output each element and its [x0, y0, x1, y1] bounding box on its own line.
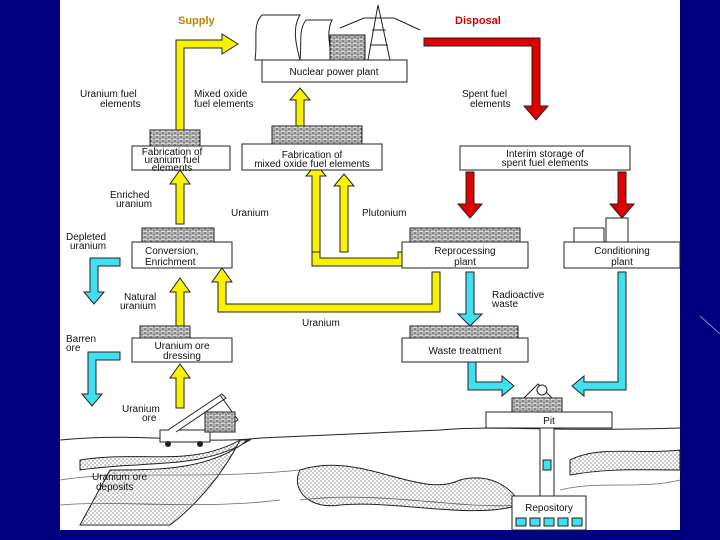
- radioactive-label-2: waste: [491, 299, 519, 310]
- conversion-label-1: Conversion,: [145, 246, 198, 257]
- conversion-label-2: Enrichment: [145, 257, 196, 268]
- barren-label-2: ore: [66, 343, 81, 354]
- fab-uranium-label-3: elements: [152, 163, 193, 174]
- enriched-label-2: uranium: [116, 199, 152, 210]
- radioactive-label-1: Radioactive: [492, 290, 545, 301]
- conversion-plant: [131, 227, 233, 269]
- reprocessing-plant: [401, 227, 529, 269]
- fab-mox-plant: [241, 125, 383, 171]
- natural-label-1: Natural: [124, 292, 156, 303]
- fab-mox-label-1: Fabrication of: [282, 150, 343, 161]
- conditioning-label-1: Conditioning: [594, 246, 650, 257]
- uranium-fuel-label-2: elements: [100, 99, 141, 110]
- power-plant-icon: [254, 4, 421, 61]
- yellow-flow-arrows: [169, 33, 441, 409]
- barren-label-1: Barren: [66, 334, 96, 345]
- enriched-label-1: Enriched: [110, 190, 149, 201]
- plutonium-flow-label: Plutonium: [362, 208, 406, 219]
- ore-dressing-plant: [131, 325, 233, 363]
- fab-uranium-plant: [131, 129, 231, 171]
- conditioning-label-2: plant: [611, 257, 633, 268]
- supply-header: Supply: [178, 15, 216, 27]
- ground-cross-section: [59, 427, 681, 530]
- disposal-header: Disposal: [455, 15, 501, 27]
- depleted-label-2: uranium: [70, 241, 106, 252]
- ore-deposits-label-1: Uranium ore: [92, 472, 147, 483]
- uranium-bottom-label: Uranium: [302, 318, 340, 329]
- pit-shaft-icon: [485, 383, 613, 531]
- power-plant-box: [261, 59, 408, 83]
- natural-label-2: uranium: [120, 301, 156, 312]
- ore-dressing-label-2: dressing: [163, 351, 201, 362]
- interim-label-1: Interim storage of: [506, 149, 584, 160]
- red-flow-arrows: [423, 37, 636, 219]
- interim-label-2: spent fuel elements: [502, 158, 589, 169]
- interim-storage-box: [459, 145, 631, 171]
- ore-deposits-label-2: deposits: [96, 482, 133, 493]
- ore-dressing-label-1: Uranium ore: [154, 341, 209, 352]
- mox-fuel-label-1: Mixed oxide: [194, 89, 248, 100]
- waste-treatment-plant: [401, 325, 529, 363]
- fab-uranium-label-1: Fabrication of: [142, 147, 203, 158]
- reprocessing-label-2: plant: [454, 257, 476, 268]
- repository-label: Repository: [525, 503, 573, 514]
- excavator-icon: [159, 393, 239, 447]
- uranium-ore-label-1: Uranium: [122, 404, 160, 415]
- spent-fuel-label-2: elements: [470, 99, 511, 110]
- uranium-fuel-label-1: Uranium fuel: [80, 89, 137, 100]
- fab-uranium-label-2: uranium fuel: [144, 155, 199, 166]
- spent-fuel-label-1: Spent fuel: [462, 89, 507, 100]
- conditioning-plant: [563, 217, 681, 269]
- cyan-flow-arrows: [80, 257, 627, 407]
- reprocessing-label-1: Reprocessing: [434, 246, 495, 257]
- depleted-label-1: Depleted: [66, 232, 106, 243]
- uranium-ore-label-2: ore: [142, 413, 157, 424]
- uranium-flow-label: Uranium: [231, 208, 269, 219]
- power-plant-label: Nuclear power plant: [290, 67, 379, 78]
- decorative-slash: [699, 315, 720, 335]
- waste-treatment-label: Waste treatment: [429, 346, 502, 357]
- pit-label: Pit: [543, 416, 555, 427]
- mox-fuel-label-2: fuel elements: [194, 99, 253, 110]
- fab-mox-label-2: mixed oxide fuel elements: [254, 159, 370, 170]
